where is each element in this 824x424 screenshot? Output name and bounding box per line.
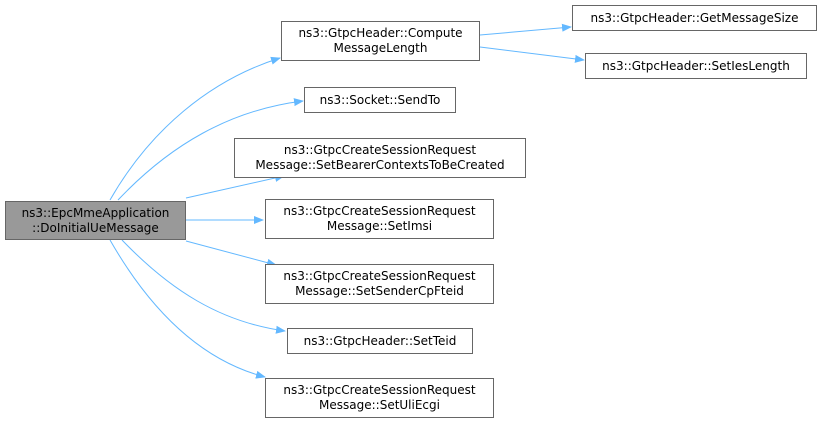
node-gtpc-header-get-message-size[interactable]: ns3::GtpcHeader::GetMessageSize (572, 5, 817, 31)
node-socket-sendto[interactable]: ns3::Socket::SendTo (304, 87, 456, 113)
node-label-line2: MessageLength (333, 41, 428, 55)
node-set-bearer-contexts-to-be-created[interactable]: ns3::GtpcCreateSessionRequest Message::S… (234, 138, 526, 178)
node-set-uli-ecgi[interactable]: ns3::GtpcCreateSessionRequest Message::S… (265, 378, 494, 418)
node-gtpc-header-set-ies-length[interactable]: ns3::GtpcHeader::SetIesLength (585, 53, 807, 79)
node-label: ns3::GtpcHeader::GetMessageSize (590, 10, 799, 25)
node-label-line2: Message::SetUliEcgi (319, 398, 440, 412)
edge-to-socket-sendto (117, 98, 304, 201)
node-label-line1: ns3::EpcMmeApplication (21, 205, 170, 220)
node-label-line1: ns3::GtpcHeader::Compute (298, 26, 463, 40)
edge-to-set-bearer-contexts (185, 174, 285, 199)
node-label-line1: ns3::GtpcCreateSessionRequest (283, 204, 476, 218)
node-epc-mme-do-initial-ue-message[interactable]: ns3::EpcMmeApplication ::DoInitialUeMess… (5, 201, 186, 240)
node-label-line2: ::DoInitialUeMessage (32, 220, 159, 235)
node-label-line2: Message::SetSenderCpFteid (295, 284, 464, 298)
node-label-line2: Message::SetBearerContextsToBeCreated (255, 158, 505, 172)
node-label-line1: ns3::GtpcCreateSessionRequest (283, 269, 476, 283)
node-label: ns3::GtpcHeader::SetIesLength (602, 58, 790, 73)
node-label-line1: ns3::GtpcCreateSessionRequest (283, 143, 477, 157)
edge-to-set-teid (121, 239, 286, 334)
node-label: ns3::Socket::SendTo (319, 92, 441, 107)
node-label-line2: Message::SetImsi (326, 219, 433, 233)
edge-to-set-sender-cp-fteid (185, 240, 277, 267)
edge-to-set-ies-length (479, 46, 585, 63)
node-label-line1: ns3::GtpcCreateSessionRequest (283, 383, 476, 397)
node-set-imsi[interactable]: ns3::GtpcCreateSessionRequest Message::S… (265, 199, 494, 239)
node-label: ns3::GtpcHeader::SetTeid (303, 333, 457, 348)
edge-to-get-message-size (479, 23, 572, 36)
node-set-sender-cp-fteid[interactable]: ns3::GtpcCreateSessionRequest Message::S… (265, 264, 494, 304)
node-gtpc-header-set-teid[interactable]: ns3::GtpcHeader::SetTeid (287, 328, 473, 354)
edge-to-compute-message-length (109, 56, 281, 201)
node-gtpc-header-compute-message-length[interactable]: ns3::GtpcHeader::Compute MessageLength (281, 21, 480, 61)
edge-to-set-uli-ecgi (109, 239, 266, 379)
